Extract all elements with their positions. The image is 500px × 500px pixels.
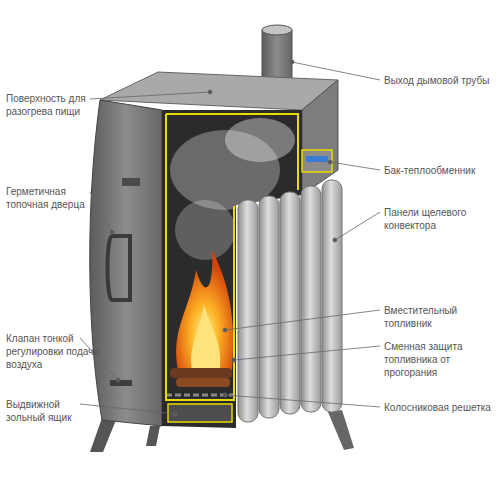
part-label: Клапан тонкой регулировки подачи воздуха	[6, 332, 100, 371]
smoke	[225, 118, 295, 162]
stove-door-face	[90, 100, 162, 426]
part-label: Панели щелевого конвектора	[384, 206, 474, 232]
pipe-opening	[262, 25, 292, 35]
cooking-surface	[100, 72, 338, 110]
stove-leg	[90, 418, 116, 452]
heat-exchanger-water	[306, 156, 328, 162]
part-label: Выдвижной зольный ящик	[6, 398, 78, 424]
flame	[191, 305, 220, 370]
part-label: Выход дымовой трубы	[384, 74, 496, 87]
heat-exchanger	[302, 150, 332, 172]
convector-panel	[280, 192, 300, 414]
flame	[176, 250, 233, 370]
leader-line	[80, 338, 118, 380]
leader-dot	[116, 378, 120, 382]
part-label: Вместительный топливник	[384, 304, 468, 330]
leader-line	[90, 92, 210, 99]
leader-line	[80, 404, 175, 414]
convector-panel	[301, 186, 321, 412]
log	[176, 378, 230, 387]
leader-dot	[290, 60, 294, 64]
convector-panel	[322, 180, 342, 412]
log	[170, 368, 232, 378]
smoke	[175, 200, 235, 260]
leader-line	[330, 162, 380, 170]
leader-line	[225, 395, 380, 407]
convector-panel	[238, 200, 258, 422]
leader-line	[234, 346, 380, 360]
air-valve	[110, 380, 132, 386]
leader-dot	[223, 393, 227, 397]
grate	[166, 394, 234, 397]
convector-panel	[259, 196, 279, 418]
ash-drawer	[168, 404, 232, 422]
leader-dot	[173, 412, 177, 416]
part-label: Бак-теплообменник	[384, 164, 496, 177]
part-label: Поверхность для разогрева пищи	[6, 92, 92, 118]
logo-plate	[122, 178, 140, 186]
leader-line	[335, 212, 380, 240]
part-label: Герметичная топочная дверца	[6, 185, 88, 211]
leader-line	[90, 192, 112, 232]
leader-line	[292, 62, 380, 80]
leader-line	[225, 310, 380, 330]
leader-dot	[208, 90, 212, 94]
leader-dot	[333, 238, 337, 242]
leader-dot	[110, 230, 114, 234]
stove-leg	[328, 410, 354, 450]
door-handle	[108, 236, 131, 300]
part-label: Колосниковая решетка	[384, 401, 496, 414]
part-label: Сменная защита топливника от прогорания	[384, 340, 466, 379]
leader-dot	[232, 358, 236, 362]
stove-leg	[146, 426, 160, 446]
leader-dot	[328, 160, 332, 164]
top-box-side	[302, 80, 338, 195]
firebox-interior	[162, 110, 302, 428]
leader-dot	[223, 328, 227, 332]
